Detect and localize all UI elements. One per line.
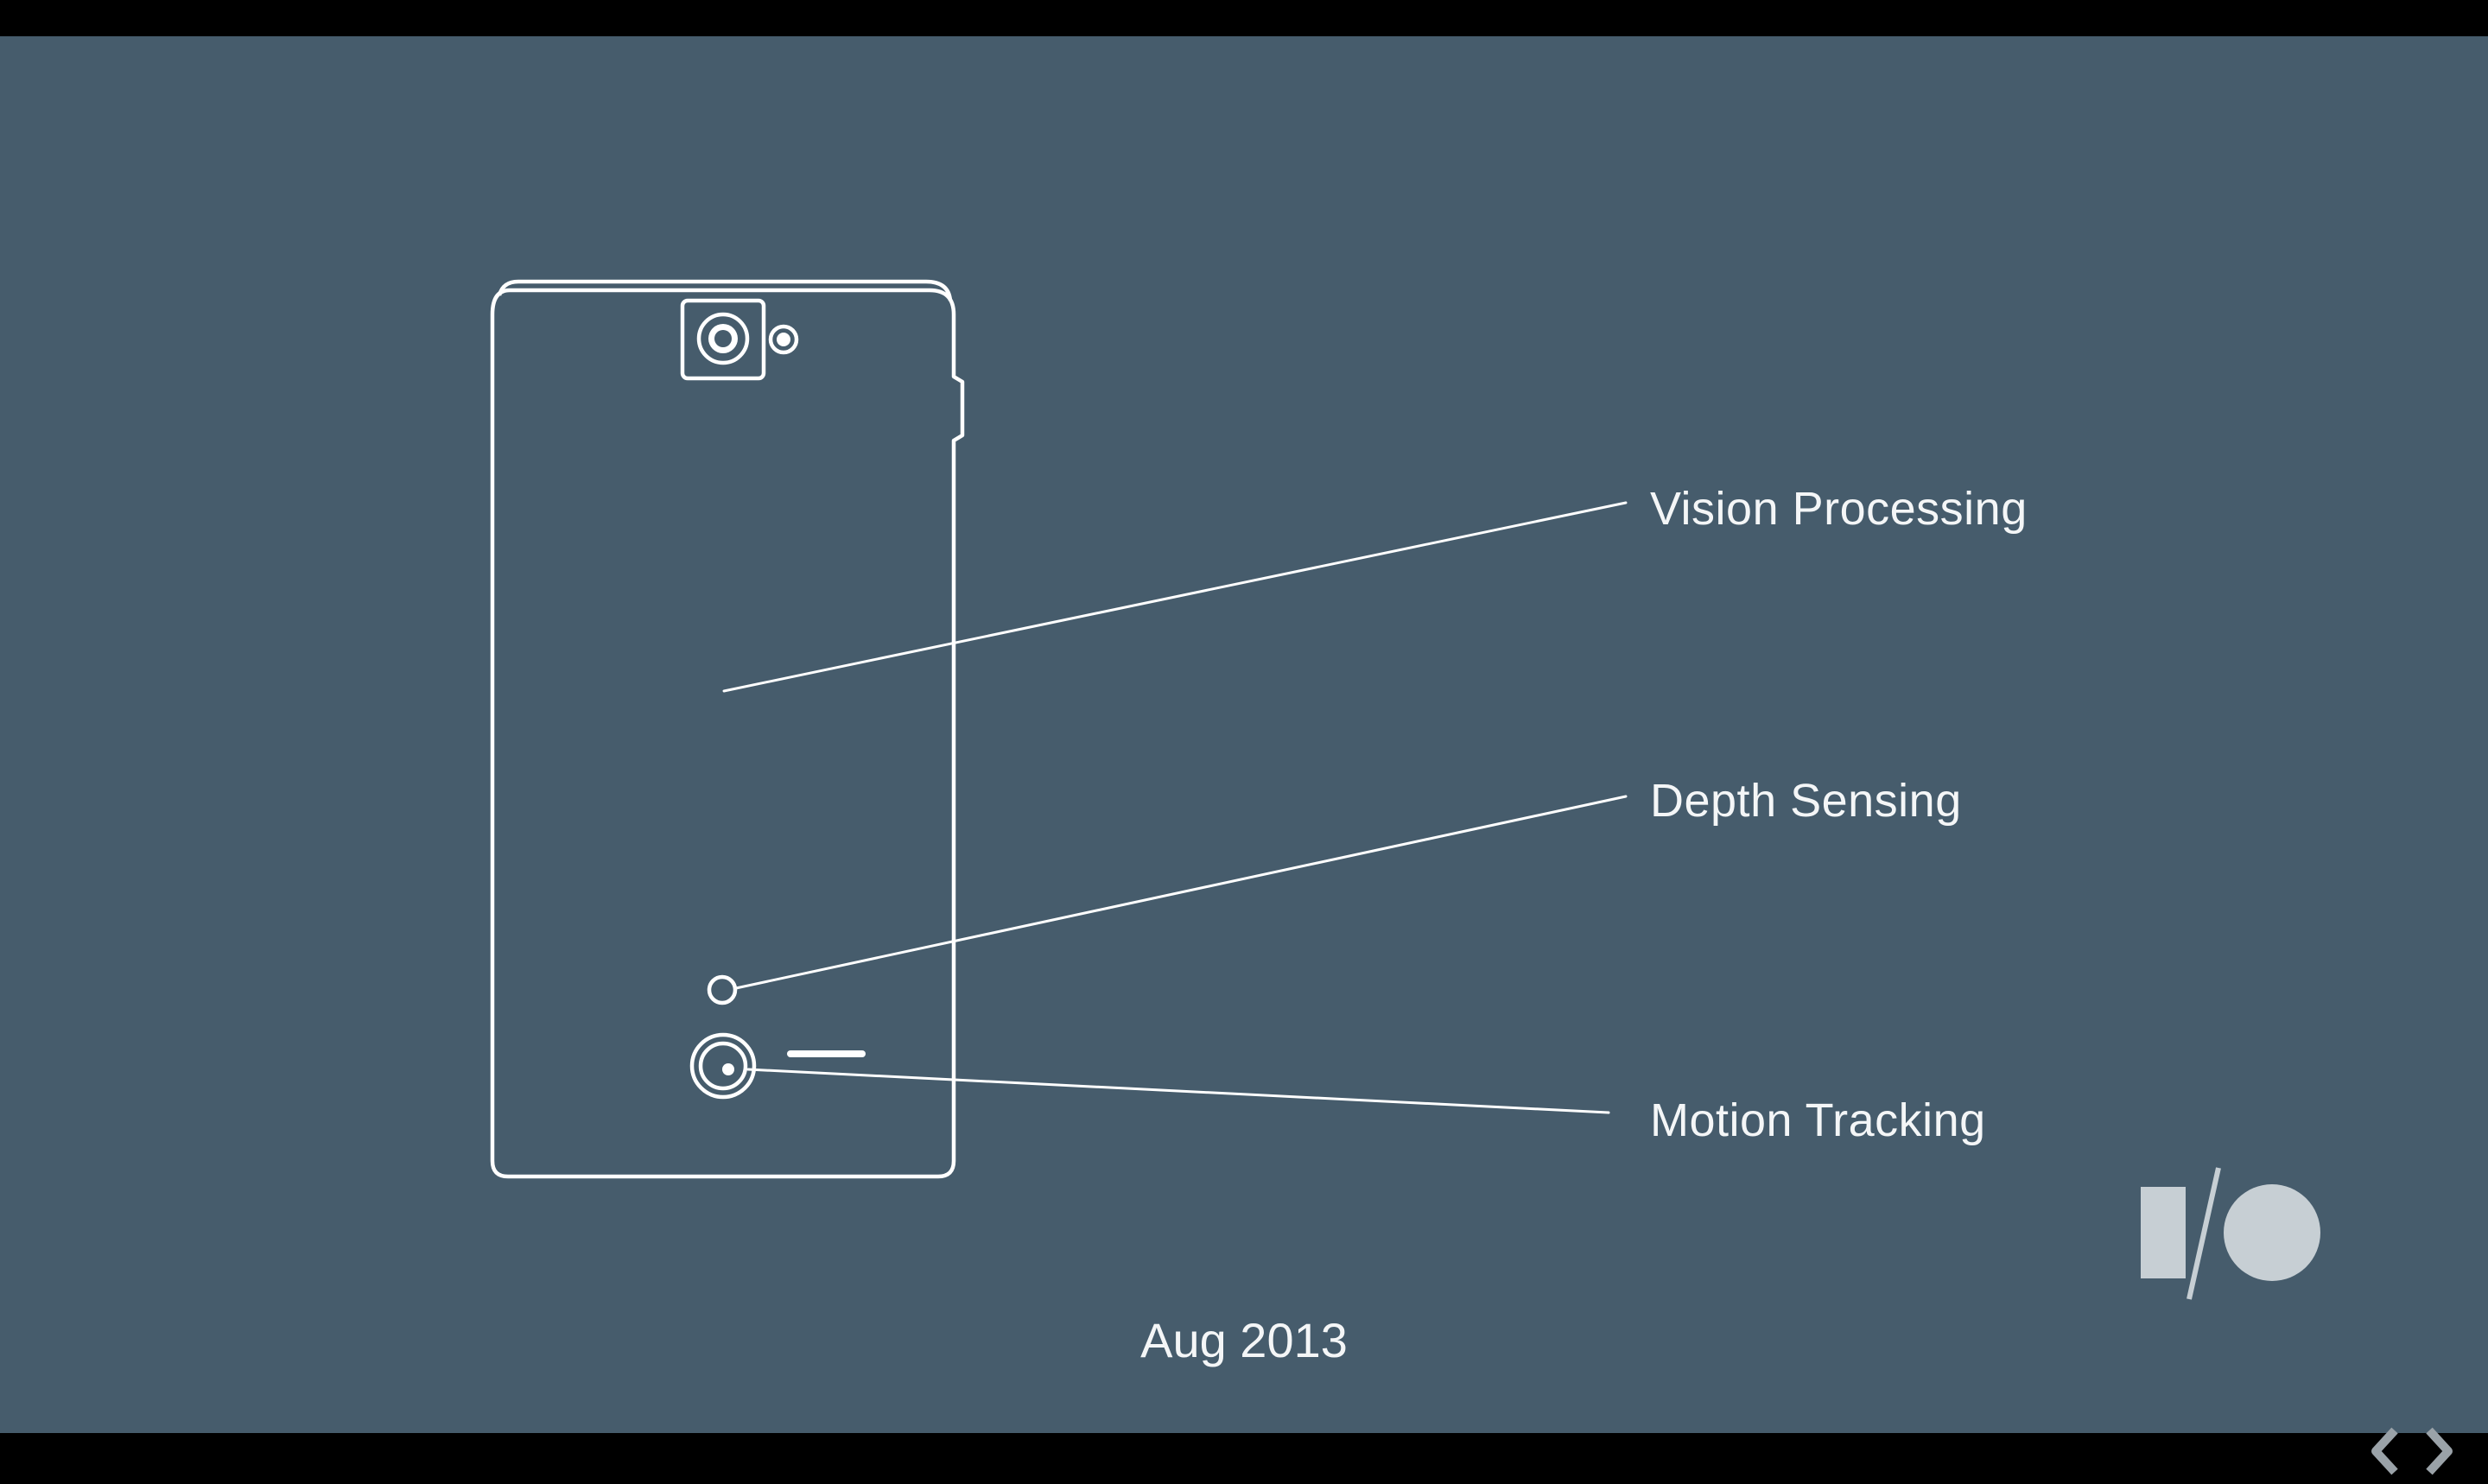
callout-depth-line [734,795,1628,990]
label-motion-tracking: Motion Tracking [1650,1094,1986,1146]
phone-top-edge [497,279,953,301]
depth-sensor-icon [707,974,738,1005]
main-camera-icon [696,312,750,365]
phone-body [490,288,965,1179]
callout-motion-line [746,1068,1610,1114]
presentation-slide: Vision Processing Depth Sensing Motion T… [0,36,2488,1433]
phone-outline-icon [490,279,965,1179]
callout-lines [722,501,1628,1114]
google-io-logo [2141,1167,2320,1300]
chevron-brackets-icon [2371,1427,2453,1475]
label-vision-processing: Vision Processing [1650,483,2028,535]
flash-icon [768,324,799,355]
camera-housing [680,298,766,381]
device-diagram [490,279,1628,1179]
label-depth-sensing: Depth Sensing [1650,775,1962,827]
slide-date: Aug 2013 [1140,1313,1348,1367]
motion-camera-icon [689,1032,757,1100]
callout-vision-line [722,501,1628,693]
